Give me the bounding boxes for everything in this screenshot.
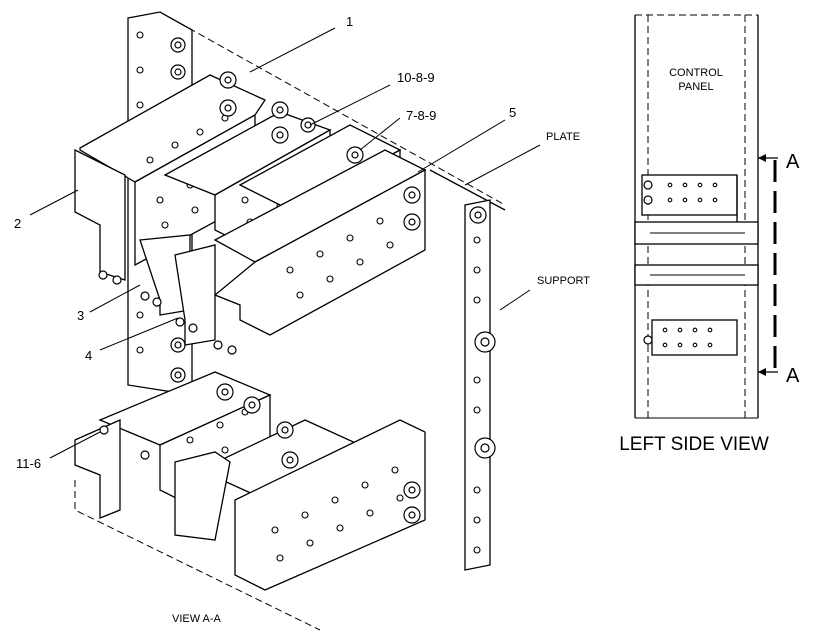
lower-busbar-front [234, 419, 426, 591]
side-lower-holes [662, 327, 713, 348]
busbar-5-holes [286, 217, 394, 299]
section-label-top: A [786, 151, 800, 173]
callout-support: SUPPORT [537, 275, 590, 287]
leader-lines [29, 27, 541, 459]
support-holes [473, 236, 481, 554]
back-panel-bottom-edge [74, 480, 321, 631]
side-view-caption: LEFT SIDE VIEW [619, 434, 769, 455]
callout-4: 4 [85, 348, 92, 363]
side-lower-bracket [651, 319, 738, 356]
left-side-view: CONTROL PANEL A A [619, 14, 800, 455]
callout-plate: PLATE [546, 131, 580, 143]
support [464, 199, 491, 571]
lower-strap [174, 451, 231, 541]
lower-front-holes [271, 466, 404, 562]
callout-7-8-9: 7-8-9 [406, 108, 436, 123]
side-upper-holes [667, 182, 718, 203]
side-upper-bracket [641, 174, 738, 216]
bracket-4 [174, 244, 216, 346]
control-panel-line1: CONTROL [669, 67, 723, 79]
callout-10-8-9: 10-8-9 [397, 70, 435, 85]
left-rail-bolts [170, 37, 186, 383]
arrow-top [758, 154, 766, 162]
control-panel-line2: PANEL [678, 81, 713, 93]
bracket-11-6 [74, 418, 121, 519]
section-label-bottom: A [786, 365, 800, 387]
callout-1: 1 [346, 14, 353, 29]
view-aa-label: VIEW A-A [172, 613, 222, 625]
callout-2: 2 [14, 216, 21, 231]
callout-5: 5 [509, 105, 516, 120]
arrow-bottom [758, 368, 766, 376]
plate-edge [429, 169, 506, 211]
callout-11-6: 11-6 [16, 456, 41, 471]
callout-3: 3 [77, 308, 84, 323]
isometric-assembly: 1 10-8-9 7-8-9 5 PLATE 2 SUPPORT 3 4 11-… [14, 11, 590, 631]
